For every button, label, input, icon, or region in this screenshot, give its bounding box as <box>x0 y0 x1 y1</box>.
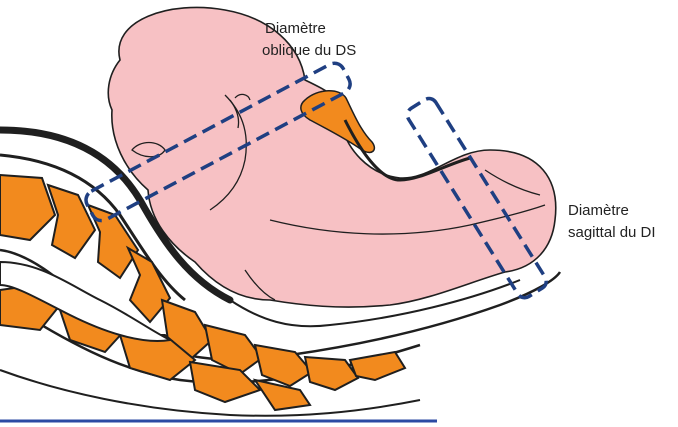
sagittal-di-label: Diamètre sagittal du DI <box>568 200 656 244</box>
oblique-ds-label: Diamètre oblique du DS <box>262 18 356 62</box>
sagittal-di-label-line1: Diamètre <box>568 200 656 222</box>
sacrum-segment-5 <box>255 380 310 410</box>
oblique-ds-label-line2: oblique du DS <box>262 40 356 62</box>
vertebra-1 <box>0 175 55 240</box>
coccyx <box>350 352 405 380</box>
sagittal-di-label-line2: sagittal du DI <box>568 222 656 244</box>
oblique-ds-label-line1: Diamètre <box>262 18 356 40</box>
